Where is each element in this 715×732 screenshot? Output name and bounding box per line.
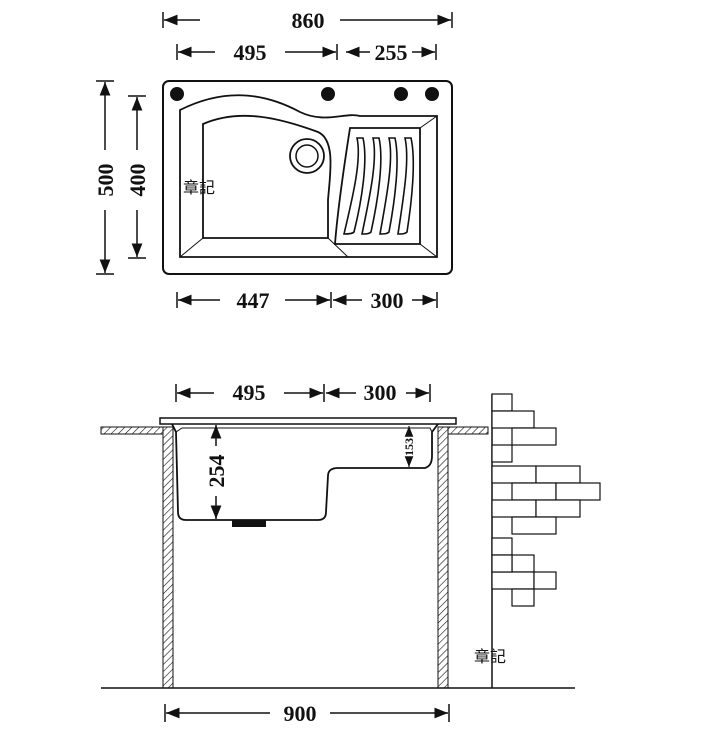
cabinet-wall-right <box>437 426 449 689</box>
dim-label: 400 <box>125 164 150 197</box>
dim-label: 495 <box>233 380 266 405</box>
watermark-text: 章記 <box>474 647 506 666</box>
dimension-top-split: 495 255 <box>176 40 437 65</box>
side-view: 章記 495 300 254 153 <box>100 380 601 726</box>
faucet-hole-icon <box>425 87 439 101</box>
counter-right <box>447 426 489 435</box>
dimension-bowl-depth: 254 <box>204 425 229 519</box>
dim-label: 254 <box>204 455 229 488</box>
mounting-hole-icon <box>170 87 184 101</box>
dim-label: 300 <box>364 380 397 405</box>
counter-left <box>100 426 164 435</box>
dim-label: 495 <box>234 40 267 65</box>
sink-body-profile <box>171 423 439 521</box>
faucet-hole-icon <box>321 87 335 101</box>
sink-inner-rim <box>179 94 438 258</box>
dim-label: 500 <box>93 164 118 197</box>
dimension-side-top: 495 300 <box>175 380 431 405</box>
dimension-inner-depth: 400 <box>125 95 150 259</box>
faucet-hole-icon <box>394 87 408 101</box>
drain-fitting-icon <box>232 520 266 527</box>
dimension-overall-depth: 500 <box>93 80 118 275</box>
dimension-cabinet-width: 900 <box>164 701 450 726</box>
watermark-text: 章記 <box>183 178 215 197</box>
sink-rim <box>159 417 457 425</box>
drainboard-outline <box>334 127 421 245</box>
dim-label: 255 <box>375 40 408 65</box>
bowl-outline <box>202 114 332 239</box>
drainboard-ribs <box>342 137 415 235</box>
dim-label: 860 <box>292 8 325 33</box>
drain-outer-ring <box>289 138 325 174</box>
sink-outer-outline <box>162 80 453 275</box>
dim-label: 300 <box>371 288 404 313</box>
dimension-board-depth: 153 <box>402 426 416 467</box>
dimension-bottom-split: 447 300 <box>176 288 438 313</box>
cabinet-wall-left <box>162 426 174 689</box>
dimension-overall-width: 860 <box>162 8 453 33</box>
dim-label: 447 <box>237 288 270 313</box>
drain-inner-ring <box>295 144 319 168</box>
brick-wall <box>491 393 601 607</box>
top-view: 章記 860 495 255 500 <box>93 8 453 313</box>
dim-label: 900 <box>284 701 317 726</box>
dim-label: 153 <box>402 438 416 456</box>
